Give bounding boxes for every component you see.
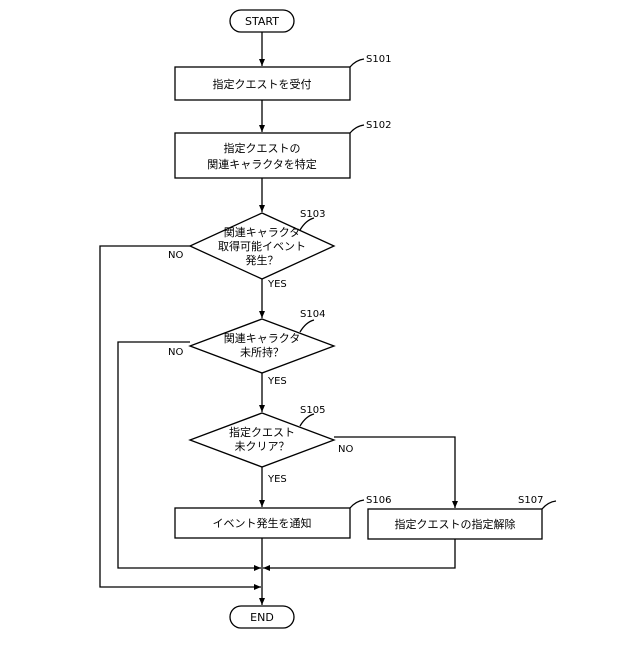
s106-leader xyxy=(350,500,364,508)
s101-text: 指定クエストを受付 xyxy=(213,77,312,91)
s105-step-id: S105 xyxy=(300,405,325,416)
s104-text-line2: 未所持？ xyxy=(240,345,284,359)
s101-leader xyxy=(350,59,364,67)
s107-leader xyxy=(542,501,556,509)
s102-text-line1: 指定クエストの xyxy=(224,141,301,155)
s105-no-label: NO xyxy=(338,444,353,455)
s102-text-line2: 関連キャラクタを特定 xyxy=(207,157,317,171)
decision-s103: 関連キャラクタ 取得可能イベント 発生？ S103 xyxy=(190,209,334,279)
process-s107: 指定クエストの指定解除 S107 xyxy=(368,495,556,539)
s104-no-label: NO xyxy=(168,347,183,358)
s104-step-id: S104 xyxy=(300,309,325,320)
s103-text-line2: 取得可能イベント xyxy=(218,239,306,253)
s101-step-id: S101 xyxy=(366,54,391,65)
s104-leader xyxy=(300,320,314,332)
process-s101: 指定クエストを受付 S101 xyxy=(175,54,391,100)
s103-text-line3: 発生？ xyxy=(246,253,279,267)
s106-text: イベント発生を通知 xyxy=(213,516,312,530)
process-s106: イベント発生を通知 S106 xyxy=(175,495,391,538)
s103-yes-label: YES xyxy=(267,279,287,290)
end-label: END xyxy=(250,611,274,624)
decision-s104: 関連キャラクタ 未所持？ S104 xyxy=(190,309,334,373)
decision-s105: 指定クエスト 未クリア？ S105 xyxy=(190,405,334,467)
connector-s107-merge xyxy=(263,539,455,568)
start-terminal: START xyxy=(230,10,294,32)
s102-step-id: S102 xyxy=(366,120,391,131)
s103-no-label: NO xyxy=(168,250,183,261)
s106-step-id: S106 xyxy=(366,495,391,506)
s102-leader xyxy=(350,125,364,133)
s104-yes-label: YES xyxy=(267,376,287,387)
s107-step-id: S107 xyxy=(518,495,543,506)
s105-text-line2: 未クリア？ xyxy=(235,440,290,453)
s103-text-line1: 関連キャラクタ xyxy=(224,225,301,239)
process-s102: 指定クエストの 関連キャラクタを特定 S102 xyxy=(175,120,391,178)
s105-yes-label: YES xyxy=(267,474,287,485)
s107-text: 指定クエストの指定解除 xyxy=(395,517,516,531)
start-label: START xyxy=(245,15,279,28)
s105-text-line1: 指定クエスト xyxy=(229,425,295,439)
s104-text-line1: 関連キャラクタ xyxy=(224,331,301,345)
end-terminal: END xyxy=(230,606,294,628)
s103-step-id: S103 xyxy=(300,209,325,220)
